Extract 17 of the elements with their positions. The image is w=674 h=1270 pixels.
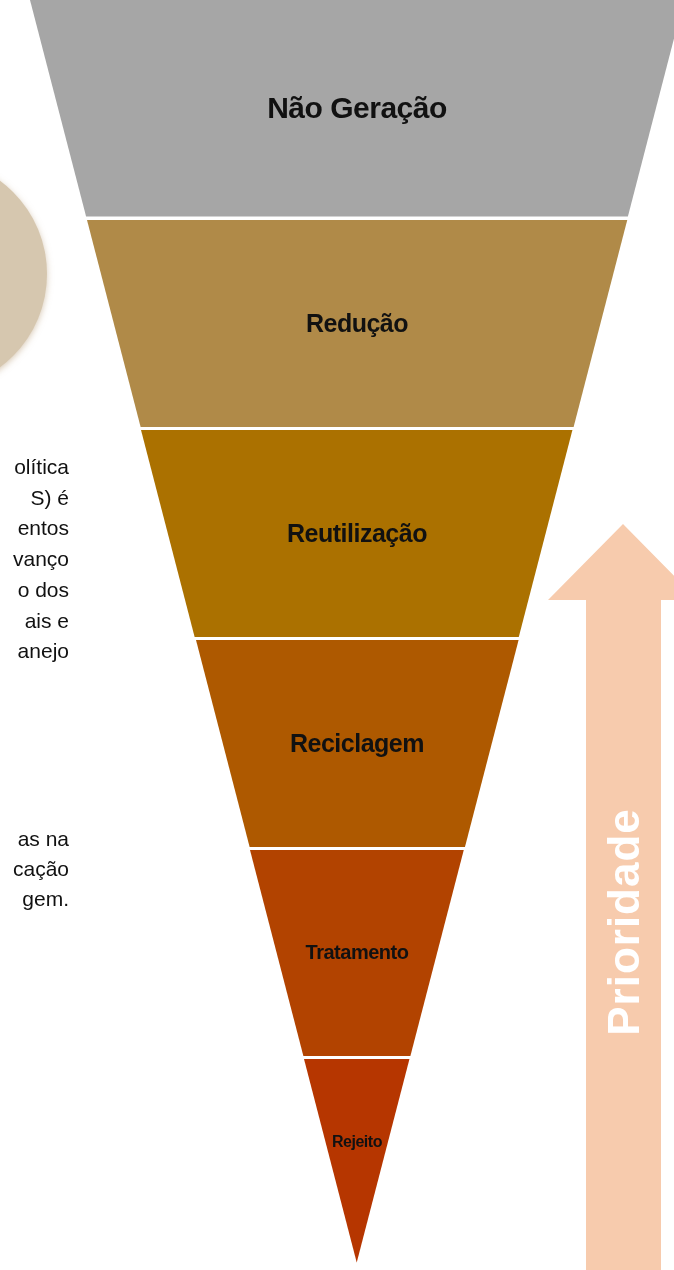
paragraph-fragment: gem. bbox=[22, 888, 69, 909]
arrow-label: Prioridade bbox=[599, 808, 649, 1036]
band-label: Redução bbox=[305, 308, 409, 338]
paragraph-fragment: entos bbox=[17, 517, 69, 538]
band-label: Tratamento bbox=[305, 941, 409, 964]
paragraph-fragment: as na bbox=[17, 828, 69, 849]
band-label: Reutilização bbox=[287, 518, 427, 548]
band-label: Reciclagem bbox=[290, 728, 424, 758]
paragraph-fragment: S) é bbox=[30, 487, 69, 508]
paragraph-fragment: o dos bbox=[17, 579, 69, 600]
paragraph-fragment: ais e bbox=[24, 610, 69, 631]
paragraph-fragment: olítica bbox=[14, 456, 69, 477]
paragraph-fragment: anejo bbox=[17, 640, 69, 661]
paragraph-fragment: cação bbox=[12, 858, 69, 879]
band-label: Rejeito bbox=[332, 1133, 382, 1152]
paragraph-fragment: vanço bbox=[12, 548, 69, 569]
band-label: Não Geração bbox=[267, 91, 447, 126]
